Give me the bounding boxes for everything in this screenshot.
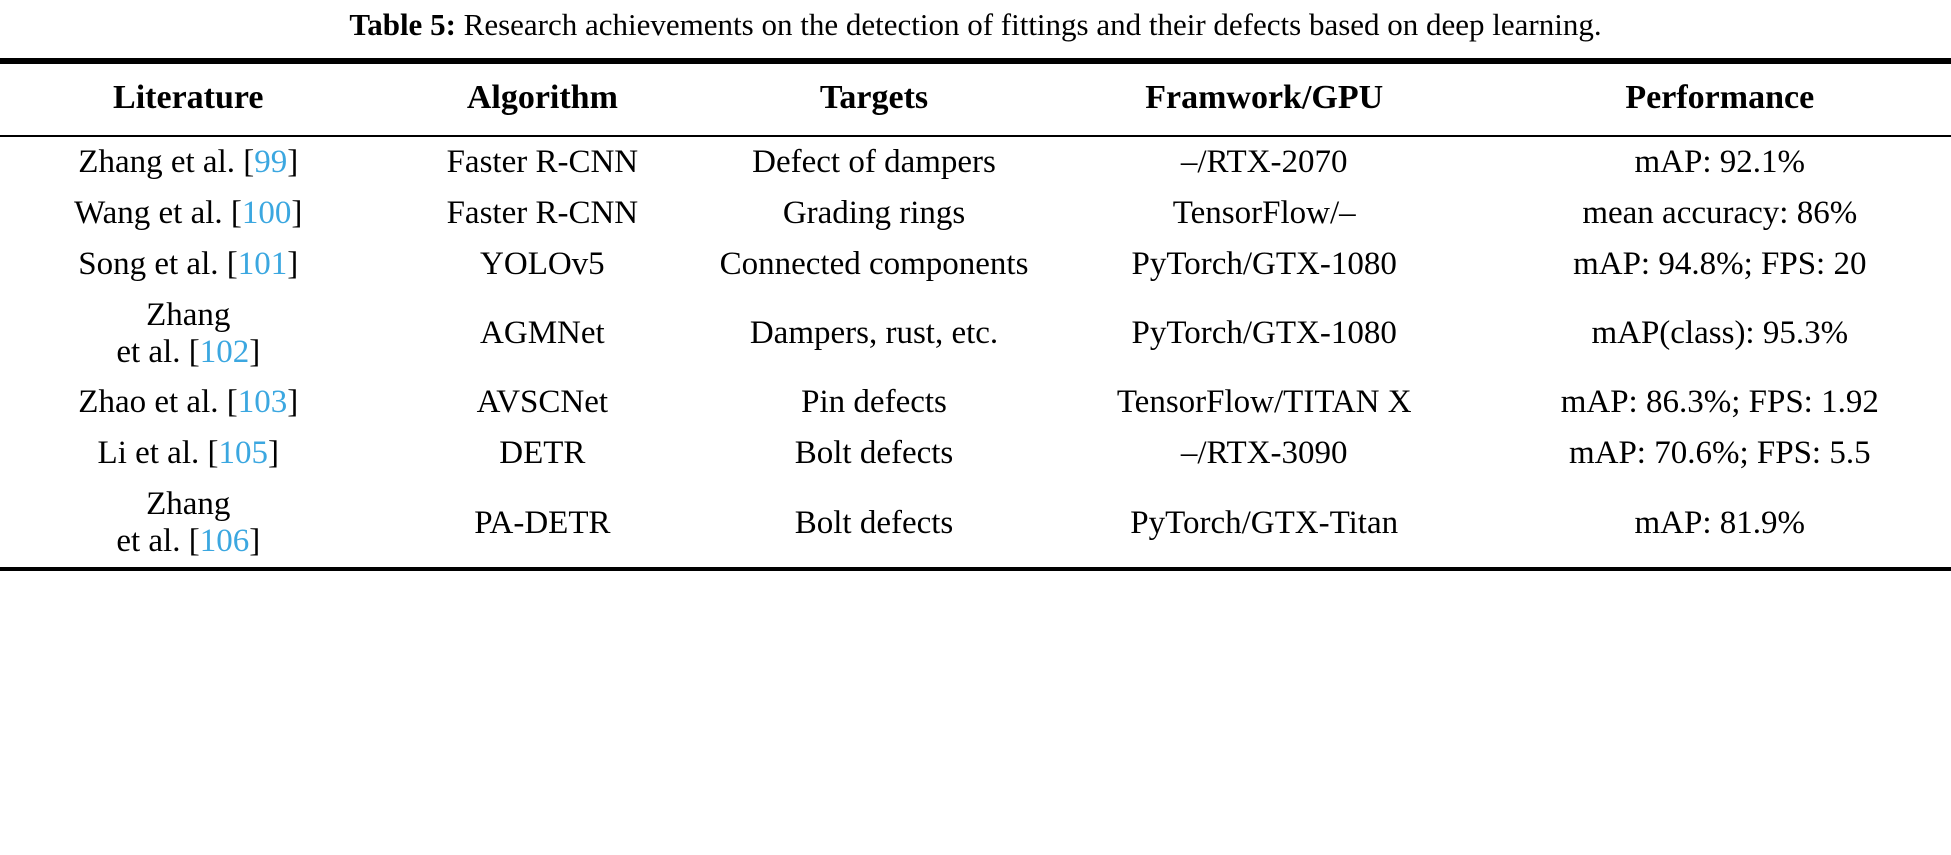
- cell-literature: Song et al. [101]: [0, 239, 377, 290]
- table-row: Zhao et al. [103] AVSCNet Pin defects Te…: [0, 377, 1951, 428]
- literature-bracket: ]: [249, 333, 261, 370]
- literature-second-line: et al. [106]: [8, 523, 369, 560]
- literature-bracket: ]: [287, 384, 299, 421]
- results-table: Literature Algorithm Targets Framwork/GP…: [0, 64, 1951, 135]
- cell-targets: Dampers, rust, etc.: [749, 315, 999, 352]
- literature-text-2: et al. [: [116, 523, 200, 560]
- cell-framework-gpu: PyTorch/GTX-Titan: [1130, 504, 1399, 541]
- cell-targets: Connected components: [719, 245, 1029, 282]
- literature-bracket: ]: [287, 143, 299, 180]
- table-body: Zhang et al. [99] Faster R-CNN Defect of…: [0, 137, 1951, 568]
- literature-bracket: ]: [291, 194, 303, 231]
- cell-literature: Li et al. [105]: [0, 428, 377, 479]
- table-row: Wang et al. [100] Faster R-CNN Grading r…: [0, 188, 1951, 239]
- cell-framework-gpu: TensorFlow/TITAN X: [1116, 384, 1412, 421]
- literature-bracket: ]: [287, 245, 299, 282]
- header-row: Literature Algorithm Targets Framwork/GP…: [0, 64, 1951, 135]
- cell-literature: Zhang et al. [99]: [0, 137, 377, 188]
- cell-targets: Bolt defects: [794, 435, 954, 472]
- table-rule-top: [0, 58, 1951, 64]
- citation-link[interactable]: 101: [237, 245, 288, 282]
- cell-framework-gpu: PyTorch/GTX-1080: [1131, 315, 1397, 352]
- column-header-algorithm: Algorithm: [466, 79, 618, 116]
- citation-link[interactable]: 103: [237, 384, 288, 421]
- cell-performance: mAP(class): 95.3%: [1591, 315, 1849, 352]
- column-header-framework-gpu: Framwork/GPU: [1145, 79, 1384, 116]
- table-row: Li et al. [105] DETR Bolt defects –/RTX-…: [0, 428, 1951, 479]
- citation-link[interactable]: 100: [241, 194, 292, 231]
- caption-label: Table 5:: [349, 7, 456, 42]
- cell-literature: Zhao et al. [103]: [0, 377, 377, 428]
- cell-performance: mAP: 92.1%: [1634, 143, 1806, 180]
- cell-performance: mean accuracy: 86%: [1582, 194, 1858, 231]
- results-table-body: Zhang et al. [99] Faster R-CNN Defect of…: [0, 137, 1951, 568]
- table-rule-header: [0, 134, 1951, 137]
- cell-algorithm: AGMNet: [480, 315, 605, 352]
- cell-framework-gpu: PyTorch/GTX-1080: [1131, 245, 1397, 282]
- literature-text-2: et al. [: [116, 333, 200, 370]
- cell-framework-gpu: –/RTX-2070: [1180, 143, 1348, 180]
- cell-targets: Bolt defects: [794, 504, 954, 541]
- cell-literature: Wang et al. [100]: [0, 188, 377, 239]
- caption-text: Research achievements on the detection o…: [455, 7, 1602, 42]
- literature-text: Song et al. [: [78, 245, 238, 282]
- citation-link[interactable]: 99: [254, 143, 288, 180]
- literature-bracket: ]: [267, 435, 279, 472]
- literature-text: Zhang et al. [: [78, 143, 255, 180]
- cell-performance: mAP: 94.8%; FPS: 20: [1573, 245, 1867, 282]
- literature-text: Zhao et al. [: [78, 384, 238, 421]
- cell-algorithm: AVSCNet: [476, 384, 609, 421]
- literature-bracket: ]: [249, 523, 261, 560]
- cell-targets: Grading rings: [782, 194, 966, 231]
- literature-text: Zhang: [146, 486, 231, 523]
- cell-algorithm: Faster R-CNN: [446, 194, 639, 231]
- cell-performance: mAP: 70.6%; FPS: 5.5: [1568, 435, 1871, 472]
- cell-algorithm: Faster R-CNN: [446, 143, 639, 180]
- cell-performance: mAP: 86.3%; FPS: 1.92: [1560, 384, 1879, 421]
- table-rule-bottom: [0, 567, 1951, 572]
- column-header-targets: Targets: [819, 79, 929, 116]
- column-header-performance: Performance: [1625, 79, 1815, 116]
- citation-link[interactable]: 105: [218, 435, 268, 472]
- table-caption: Table 5: Research achievements on the de…: [0, 0, 1951, 52]
- cell-algorithm: DETR: [499, 435, 586, 472]
- cell-framework-gpu: –/RTX-3090: [1180, 435, 1348, 472]
- cell-algorithm: YOLOv5: [480, 245, 605, 282]
- citation-link[interactable]: 106: [199, 523, 250, 560]
- citation-link[interactable]: 102: [199, 333, 250, 370]
- cell-framework-gpu: TensorFlow/–: [1172, 194, 1356, 231]
- cell-performance: mAP: 81.9%: [1634, 504, 1806, 541]
- column-header-literature: Literature: [113, 79, 264, 116]
- literature-text: Wang et al. [: [74, 194, 242, 231]
- table-row: Zhang et al. [99] Faster R-CNN Defect of…: [0, 137, 1951, 188]
- literature-text: Zhang: [146, 296, 231, 333]
- table-header: Literature Algorithm Targets Framwork/GP…: [0, 64, 1951, 135]
- literature-text: Li et al. [: [97, 435, 219, 472]
- literature-second-line: et al. [102]: [8, 334, 369, 371]
- table-row: Song et al. [101] YOLOv5 Connected compo…: [0, 239, 1951, 290]
- cell-targets: Pin defects: [801, 384, 947, 421]
- cell-algorithm: PA-DETR: [474, 504, 611, 541]
- cell-targets: Defect of dampers: [752, 143, 996, 180]
